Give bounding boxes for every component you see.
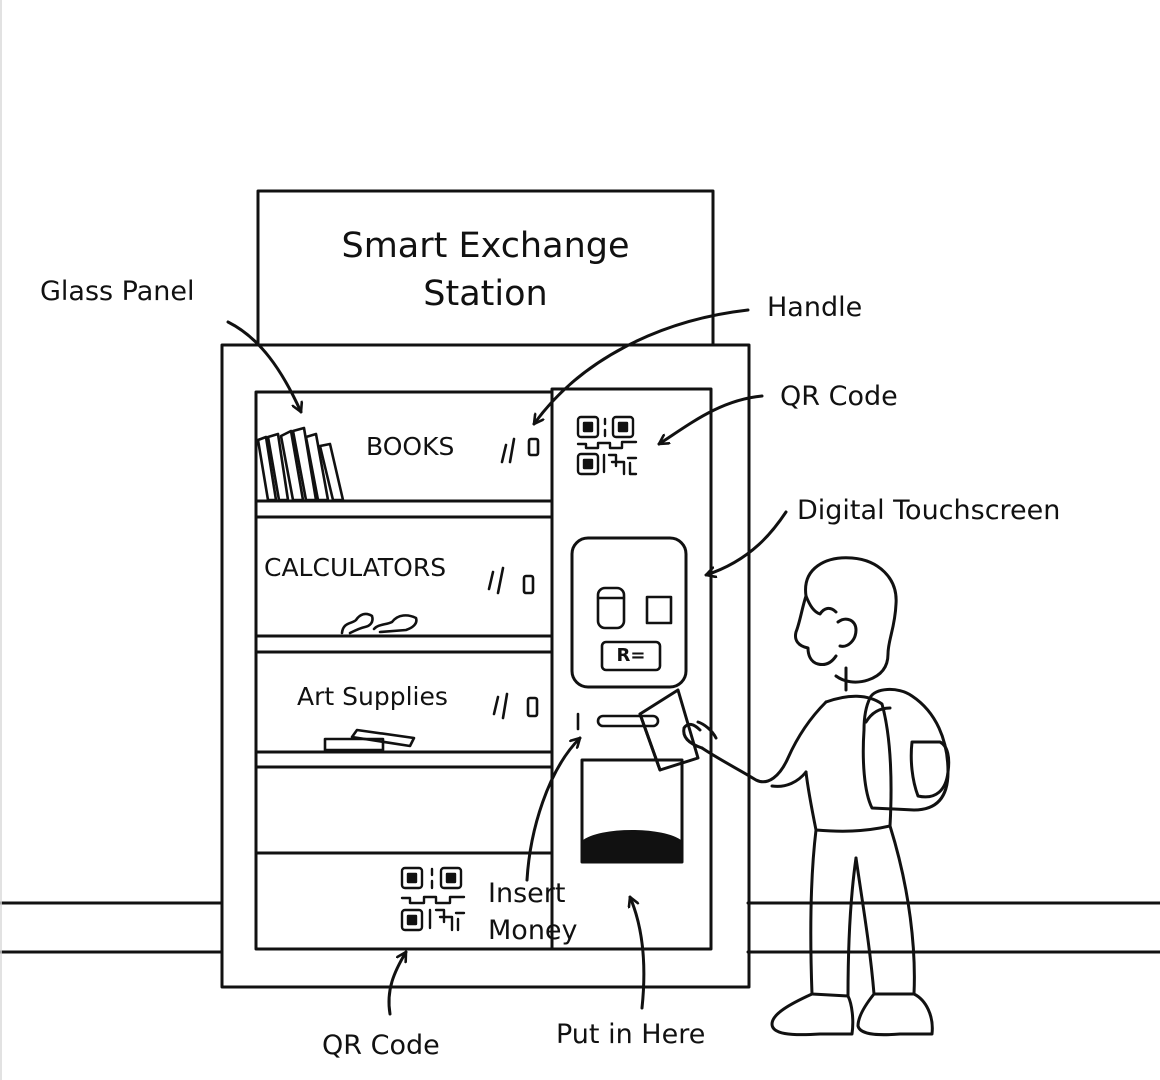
glass-panel (254, 390, 554, 951)
shelf-handle-art-supplies[interactable] (492, 692, 539, 720)
arrow-put-in-here (630, 895, 646, 1010)
station-cabinet (220, 343, 751, 989)
arrow-qr-code-top (657, 394, 764, 446)
callout-digital-touchscreen: Digital Touchscreen (797, 495, 1061, 526)
station-title: Smart Exchange Station (258, 222, 713, 318)
arrow-handle (532, 308, 750, 426)
station-title-line1: Smart Exchange (341, 226, 630, 266)
qr-code-icon-top[interactable] (576, 415, 638, 476)
drop-compartment[interactable] (580, 758, 684, 864)
screen-square-icon (645, 595, 673, 625)
callout-glass-panel: Glass Panel (40, 276, 195, 307)
shelf-label-calculators: CALCULATORS (264, 553, 447, 582)
money-slot[interactable] (576, 712, 660, 731)
machine-control-panel (550, 387, 713, 951)
screen-id-text: R= (616, 645, 646, 666)
callout-insert-money-line2: Money (488, 915, 578, 946)
callout-insert-money-line1: Insert (488, 878, 566, 909)
digital-touchscreen[interactable] (570, 536, 688, 689)
books-icon (256, 426, 345, 502)
callout-put-in-here: Put in Here (556, 1019, 706, 1050)
arrow-digital-touchscreen (704, 510, 788, 575)
callout-qr-code-top: QR Code (780, 381, 898, 412)
station-title-line2: Station (423, 274, 548, 314)
qr-code-icon-bottom[interactable] (400, 866, 466, 932)
art-supplies-icon (323, 728, 416, 752)
shelf-handle-calculators[interactable] (487, 566, 535, 595)
screen-cup-icon (596, 586, 626, 630)
shelf-label-books: BOOKS (366, 432, 455, 461)
arrow-glass-panel (226, 320, 301, 414)
person-figure (638, 556, 951, 1037)
calculator-icon (340, 612, 418, 635)
shelf-handle-books[interactable] (500, 437, 540, 464)
callout-handle: Handle (767, 292, 863, 323)
arrow-insert-money (525, 736, 582, 882)
callout-qr-code-bottom: QR Code (322, 1030, 440, 1061)
shelf-label-art-supplies: Art Supplies (297, 682, 448, 711)
screen-id-button[interactable] (600, 640, 662, 672)
arrow-qr-code-bottom (387, 950, 408, 1016)
